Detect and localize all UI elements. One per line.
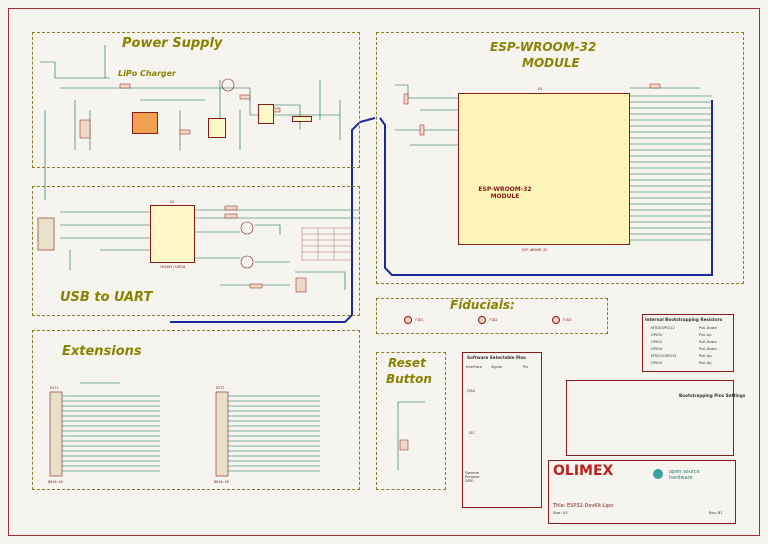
bootstrap-pull: Pull-Up	[699, 333, 712, 337]
bootstrap-row: MTDI/GPIO12	[651, 326, 675, 330]
bootstrap-row: GPIO4	[651, 347, 662, 351]
power-switch-ic	[208, 118, 226, 138]
bootstrap-row: MTDO/GPIO15	[651, 354, 677, 358]
power-supply-block	[32, 32, 360, 168]
title-block: OLIMEX open source hardware Title: ESP32…	[548, 460, 736, 524]
software-group: General Purpose GPIO	[465, 471, 480, 483]
extensions-block	[32, 330, 360, 490]
reset-title-2: Button	[386, 372, 432, 386]
fiducials-title: Fiducials:	[450, 298, 515, 312]
esp-wroom-chip	[458, 93, 630, 245]
bootstrap-pull: Pull-Down	[699, 340, 717, 344]
ext2-part: BH10-40	[214, 480, 229, 484]
software-pins-table: Software Selectable Pins Interface Signa…	[462, 352, 542, 508]
bootstrap-row: Pull-Up	[699, 361, 712, 365]
uart-ic	[150, 205, 195, 263]
bootstrap-row: GPIO0	[651, 333, 662, 337]
fid2-label: FID2	[489, 318, 498, 322]
bootstrap-row: Pull-Down	[699, 340, 717, 344]
usb-uart-title: USB to UART	[60, 290, 153, 305]
schematic-title: Title: ESP32-DevKit-Lipo	[553, 503, 614, 509]
bootstrap-table: Internal Bootstrapping Resistors MTDI/GP…	[642, 314, 734, 372]
esp-chip-name-1: ESP-WROOM-32	[478, 186, 532, 193]
bootstrap-pull: Pull-Up	[699, 354, 712, 358]
bootstrap-pin: GPIO5	[651, 361, 663, 365]
bootstrap-pin: MTDI/GPIO12	[651, 326, 675, 330]
ext2-label: EXT2	[216, 386, 225, 390]
esp-chip-name-2: MODULE	[490, 193, 520, 200]
software-col: Interface	[466, 365, 483, 369]
olimex-logo: OLIMEX	[553, 463, 614, 479]
esp-module-title-2: MODULE	[522, 56, 580, 70]
fiducials-block	[376, 298, 608, 334]
bootstrap-pull: Pull-Down	[699, 347, 717, 351]
fiducial-1	[404, 316, 412, 324]
bootstrap-pull: Pull-Up	[699, 361, 712, 365]
bootstrap-row: Pull-Up	[699, 333, 712, 337]
sheet-frame	[8, 8, 760, 536]
fiducial-2	[478, 316, 486, 324]
uart-ic-part: CH340T/SOP20	[160, 265, 186, 269]
esp-chip-name: ESP-WROOM-32 MODULE	[460, 186, 550, 200]
esp-module-block	[376, 32, 744, 284]
bootstrap-pin: GPIO4	[651, 347, 663, 351]
software-col: Pin	[523, 365, 529, 369]
oshw-logo	[653, 469, 663, 479]
software-group: I2C	[469, 431, 475, 435]
ext1-label: EXT1	[50, 386, 59, 390]
extensions-title: Extensions	[62, 344, 142, 359]
bootstrap-row: Pull-Down	[699, 326, 717, 330]
reset-title-1: Reset	[388, 356, 426, 370]
bootstrap-table-title: Internal Bootstrapping Resistors	[645, 317, 723, 322]
usb-uart-block	[32, 186, 360, 316]
fuse-part	[292, 116, 312, 122]
power-supply-title: Power Supply	[122, 36, 223, 51]
bootstrap-settings-table: Bootstrapping Pins Settings	[566, 380, 745, 456]
lipo-charger-title: LiPo Charger	[118, 69, 176, 78]
bootstrap-pin: GPIO0	[651, 333, 663, 337]
bootstrap-settings-title: Bootstrapping Pins Settings	[679, 393, 746, 398]
ext1-part: BH10-40	[48, 480, 63, 484]
sheet-size: Size: A3	[553, 511, 568, 515]
bootstrap-pull: Pull-Down	[699, 326, 717, 330]
bootstrap-pin: GPIO2	[651, 340, 663, 344]
software-table-title: Software Selectable Pins	[467, 355, 526, 360]
revision: Rev: B1	[709, 511, 723, 515]
software-group: JTAG	[467, 389, 476, 393]
software-col: Signal	[491, 365, 503, 369]
esp-chip-part: ESP-WROOM-32	[522, 248, 548, 252]
uart-ic-ref: U2	[170, 200, 175, 204]
bootstrap-row: Pull-Up	[699, 354, 712, 358]
fiducial-3	[552, 316, 560, 324]
esp-chip-ref: U3	[538, 87, 543, 91]
esp-module-title-1: ESP-WROOM-32	[490, 40, 597, 54]
oshw-text-2: hardware	[669, 475, 693, 481]
bootstrap-row: GPIO5	[651, 361, 662, 365]
charger-ic	[132, 112, 158, 134]
reset-button-block	[376, 352, 446, 490]
bootstrap-row: Pull-Down	[699, 347, 717, 351]
oshw-text-1: open source	[669, 469, 700, 475]
bootstrap-row: GPIO2	[651, 340, 662, 344]
fid3-label: FID3	[563, 318, 572, 322]
regulator-ic	[258, 104, 274, 124]
fid1-label: FID1	[415, 318, 424, 322]
bootstrap-pin: MTDO/GPIO15	[651, 354, 677, 358]
